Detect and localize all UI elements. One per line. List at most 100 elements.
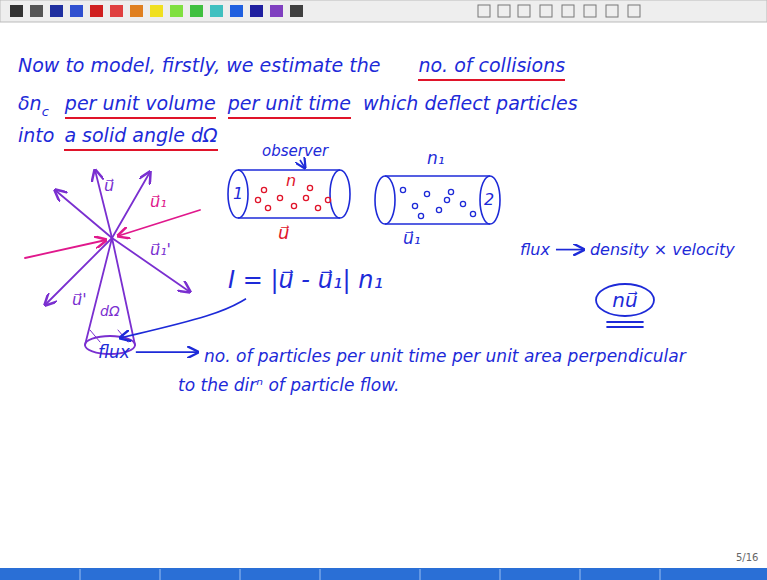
tool-button — [584, 5, 596, 17]
node-text: 1 — [233, 186, 243, 202]
tube-side — [238, 169, 340, 171]
node-text: nu⃗ — [612, 290, 637, 310]
node-text: 2 — [484, 192, 494, 208]
tool-button — [498, 5, 510, 17]
tick — [320, 569, 321, 580]
symbol: δn — [18, 92, 42, 115]
particle-tube: n₁2u⃗₁ — [375, 176, 500, 224]
particle-dot — [448, 189, 453, 194]
note-text: into — [18, 124, 54, 147]
particle-dot — [307, 185, 312, 190]
particle-dot — [265, 205, 270, 210]
particle-dot — [303, 195, 308, 200]
particle-dot — [470, 211, 475, 216]
tube-outline — [375, 176, 500, 224]
circle-outline — [596, 284, 654, 316]
particle-dot — [412, 203, 417, 208]
observer-label: observer — [262, 142, 328, 160]
tube-end — [375, 176, 395, 224]
tick — [80, 569, 81, 580]
tick — [240, 569, 241, 580]
tool-button — [606, 5, 618, 17]
tick — [660, 569, 661, 580]
particle-dot — [400, 187, 405, 192]
node-text: n — [286, 173, 296, 189]
toolbar-icon — [270, 5, 283, 17]
tick — [160, 569, 161, 580]
velocity-label: u⃗ — [104, 176, 114, 195]
leader-arrow — [120, 299, 246, 338]
particle-dot — [255, 197, 260, 202]
collision-sketch — [25, 170, 200, 354]
particle-dot — [418, 213, 423, 218]
note-text: which deflect particles — [363, 92, 578, 115]
term: flux — [98, 342, 130, 362]
toolbar-icon — [30, 5, 43, 17]
observer-pointer — [300, 160, 305, 168]
note-text: Now to model, firstly, we estimate the — [18, 54, 380, 77]
toolbar-icon — [250, 5, 263, 17]
double-underline — [606, 326, 643, 328]
toolbar-icon — [170, 5, 183, 17]
particle-dot — [325, 197, 330, 202]
double-underline — [606, 321, 643, 323]
toolbar-icon — [290, 5, 303, 17]
tool-button — [628, 5, 640, 17]
tick — [420, 569, 421, 580]
toolbar-icon — [10, 5, 23, 17]
key-phrase: per unit volume — [65, 92, 216, 119]
velocity-label: u⃗' — [72, 290, 87, 309]
tube-end — [480, 176, 500, 224]
tube-end — [228, 170, 248, 218]
tool-buttons — [478, 5, 640, 17]
particle-dot — [315, 205, 320, 210]
tube-end — [330, 170, 350, 218]
particle-dot — [277, 195, 282, 200]
toolbar-icons — [10, 5, 303, 17]
toolbar-icon — [90, 5, 103, 17]
incoming-beam — [25, 240, 106, 258]
tube-side — [385, 223, 490, 225]
maps-to-arrow — [556, 249, 584, 251]
cone-edge — [112, 238, 135, 345]
toolbar-icon — [190, 5, 203, 17]
key-phrase: a solid angle dΩ — [64, 124, 217, 151]
toolbar-icon — [130, 5, 143, 17]
particle-dot — [444, 197, 449, 202]
node-outline — [375, 176, 500, 224]
velocity-arrow — [55, 190, 112, 238]
particle-dot — [261, 187, 266, 192]
status-bar-ticks — [80, 569, 660, 580]
toolbar-icon — [50, 5, 63, 17]
particle-dot — [436, 207, 441, 212]
status-bar — [0, 568, 767, 580]
particle-dot — [291, 203, 296, 208]
node-text: n₁ — [427, 150, 445, 167]
velocity-arrow — [112, 238, 190, 292]
node-text: u⃗₁ — [403, 230, 421, 247]
toolbar-icon — [210, 5, 223, 17]
velocity-label: u⃗₁ — [150, 192, 167, 211]
toolbar-icon — [70, 5, 83, 17]
circled-term: nu⃗ — [594, 282, 656, 318]
cone-hatch — [90, 330, 100, 342]
tool-button — [518, 5, 530, 17]
particle-dot — [460, 201, 465, 206]
tube-side — [385, 175, 490, 177]
solid-angle-label: dΩ — [100, 303, 120, 320]
tool-button — [562, 5, 574, 17]
cone-edge — [85, 238, 112, 345]
maps-to-arrow — [136, 351, 198, 353]
particle-dot — [424, 191, 429, 196]
subscript: c — [42, 104, 49, 120]
toolbar-icon — [230, 5, 243, 17]
node-text: u⃗ — [278, 224, 289, 242]
toolbar-icon — [110, 5, 123, 17]
flux-formula: I = |u⃗ - u⃗₁| n₁ — [228, 266, 383, 295]
page-number: 5/16 — [736, 552, 758, 564]
incoming-beam — [118, 210, 200, 236]
toolbar-icon — [150, 5, 163, 17]
particle-tube: n1u⃗ — [228, 170, 350, 218]
